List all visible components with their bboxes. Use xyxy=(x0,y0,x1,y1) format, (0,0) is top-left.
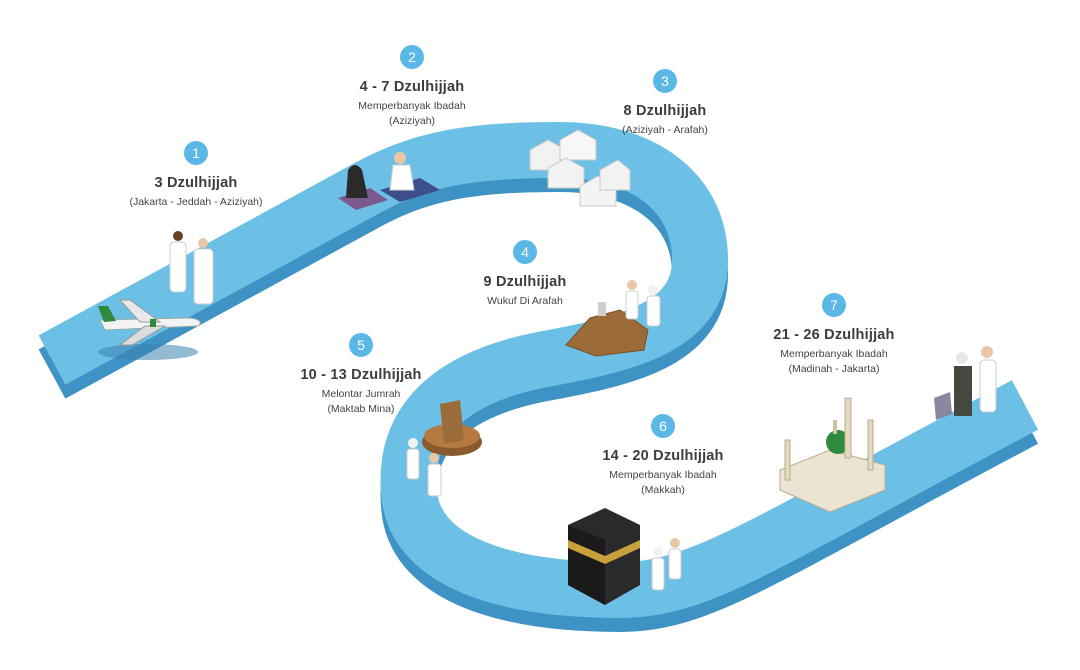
jumrah-pillar-icon xyxy=(406,400,482,497)
mount-arafah-icon xyxy=(565,280,661,357)
step-title: 10 - 13 Dzulhijjah xyxy=(300,367,422,383)
step-description: Melontar Jumrah (Maktab Mina) xyxy=(231,387,491,417)
road-inner-shade xyxy=(470,213,642,311)
step-title: 4 - 7 Dzulhijjah xyxy=(359,79,465,95)
step-1: 1 3 Dzulhijjah (Jakarta - Jeddah - Azizi… xyxy=(66,141,326,210)
step-6: 6 14 - 20 Dzulhijjah Memperbanyak Ibadah… xyxy=(533,414,793,498)
step-location: (Madinah - Jakarta) xyxy=(788,363,880,375)
step-location: (Makkah) xyxy=(641,484,685,496)
road-inner-shade xyxy=(469,404,660,531)
step-5: 5 10 - 13 Dzulhijjah Melontar Jumrah (Ma… xyxy=(231,333,491,417)
kaaba-icon xyxy=(568,508,682,605)
step-title: 14 - 20 Dzulhijjah xyxy=(602,448,724,464)
step-description: Memperbanyak Ibadah (Makkah) xyxy=(533,468,793,498)
step-description: (Jakarta - Jeddah - Aziziyah) xyxy=(129,196,263,208)
returning-pilgrims-icon xyxy=(934,346,997,420)
step-number-badge: 2 xyxy=(400,45,424,69)
pilgrims-icon xyxy=(169,231,214,305)
step-number-badge: 3 xyxy=(653,69,677,93)
step-description-line: Melontar Jumrah xyxy=(321,388,401,400)
step-4: 4 9 Dzulhijjah Wukuf Di Arafah xyxy=(395,240,655,309)
step-description-line: Memperbanyak Ibadah xyxy=(780,348,888,360)
step-number-badge: 1 xyxy=(184,141,208,165)
step-description: Memperbanyak Ibadah (Aziziyah) xyxy=(282,99,542,129)
step-title: 9 Dzulhijjah xyxy=(483,274,567,290)
step-number-badge: 5 xyxy=(349,333,373,357)
step-7: 7 21 - 26 Dzulhijjah Memperbanyak Ibadah… xyxy=(704,293,964,377)
step-location: (Aziziyah) xyxy=(388,115,436,127)
step-2: 2 4 - 7 Dzulhijjah Memperbanyak Ibadah (… xyxy=(282,45,542,129)
step-description-line: Memperbanyak Ibadah xyxy=(358,100,466,112)
airplane-icon xyxy=(98,299,201,360)
step-title: 3 Dzulhijjah xyxy=(154,175,238,191)
step-description: (Aziziyah - Arafah) xyxy=(622,124,708,136)
step-3: 3 8 Dzulhijjah (Aziziyah - Arafah) xyxy=(535,69,795,138)
step-number-badge: 6 xyxy=(651,414,675,438)
step-title: 8 Dzulhijjah xyxy=(623,103,707,119)
prayer-icon xyxy=(338,152,440,210)
tents-icon xyxy=(529,129,631,207)
step-description-line: Memperbanyak Ibadah xyxy=(609,469,717,481)
step-number-badge: 4 xyxy=(513,240,537,264)
step-location: (Maktab Mina) xyxy=(327,403,395,415)
step-description: Memperbanyak Ibadah (Madinah - Jakarta) xyxy=(704,347,964,377)
nabawi-mosque-icon xyxy=(779,397,886,513)
step-title: 21 - 26 Dzulhijjah xyxy=(773,327,895,343)
step-number-badge: 7 xyxy=(822,293,846,317)
step-description: Wukuf Di Arafah xyxy=(487,295,563,307)
